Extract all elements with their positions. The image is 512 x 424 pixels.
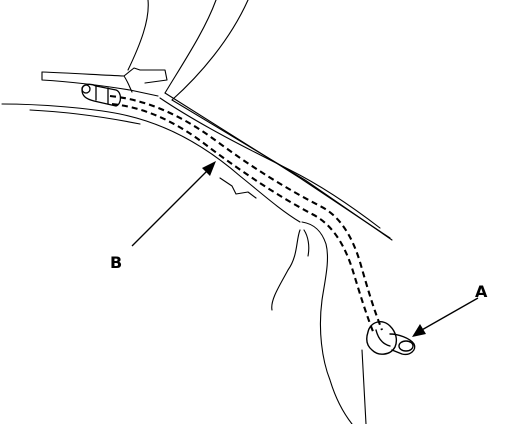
callout-a: A: [412, 282, 488, 337]
fitting-end: [81, 84, 91, 94]
drain-tube: [109, 94, 383, 335]
outlet-spout: [389, 333, 416, 356]
outlet-inner: [375, 329, 391, 347]
pillar-edge-left: [127, 0, 149, 71]
rail-line-2: [171, 99, 393, 241]
lower-body-panel: [1, 103, 367, 424]
panel-notch: [219, 177, 257, 199]
roof-rail: [159, 92, 393, 241]
outlet-grommet: [366, 321, 398, 355]
drain-fitting-upper: [81, 83, 122, 107]
callout-b-arrowhead: [202, 161, 216, 176]
rail-line-3: [159, 97, 381, 229]
drain-tube-line-lower: [111, 102, 375, 335]
quarter-panel-edge: [361, 349, 367, 424]
callout-a-leader: [419, 297, 479, 332]
panel-curve-detail: [303, 229, 310, 257]
fitting-body: [81, 83, 122, 107]
roof-edge: [171, 0, 249, 101]
bracket-detail: [123, 75, 133, 93]
drain-tube-line-upper: [109, 94, 383, 331]
callout-b: B: [110, 161, 216, 272]
pillar-edge-right: [164, 0, 217, 94]
callout-a-arrowhead: [412, 324, 426, 337]
panel-inner-line: [29, 109, 141, 125]
panel-curve-inner: [271, 229, 301, 311]
drain-tube-outlet: [366, 321, 416, 356]
callout-b-leader: [131, 167, 211, 247]
callout-b-label: B: [110, 253, 122, 272]
outlet-opening: [398, 340, 414, 352]
bracket-outline: [41, 67, 168, 84]
panel-edge-lower: [301, 221, 353, 424]
callout-a-label: A: [475, 282, 488, 301]
panel-upper-contour: [1, 103, 301, 223]
